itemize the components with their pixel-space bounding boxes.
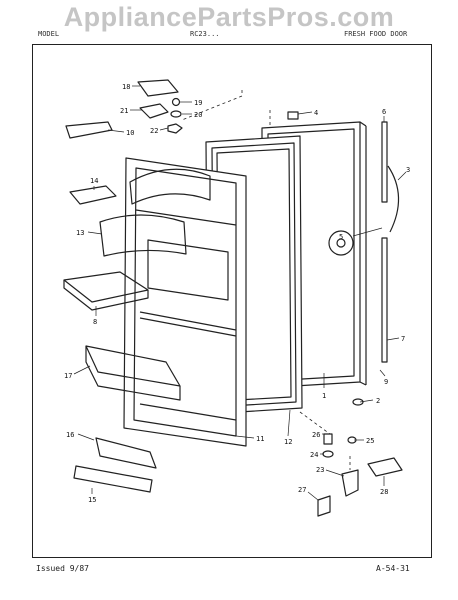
callout-19: 19	[194, 99, 202, 107]
part-callouts: 1 2 3 4 5 6 7 8 9 10 11 12 13 14 15 16 1…	[64, 83, 410, 504]
callout-10: 10	[126, 129, 134, 137]
callout-4: 4	[314, 109, 318, 117]
callout-11: 11	[256, 435, 264, 443]
callout-leaders	[73, 85, 407, 501]
callout-9: 9	[384, 378, 388, 386]
hinge-nut	[167, 123, 183, 134]
bottom-hinge-plate	[367, 457, 403, 477]
dairy-compartment	[99, 214, 187, 257]
handle-screw-callout	[328, 230, 354, 256]
callout-16: 16	[66, 431, 74, 439]
upper-handle-trim	[381, 121, 388, 203]
callout-21: 21	[120, 107, 128, 115]
callout-6: 6	[382, 108, 386, 116]
callout-22: 22	[150, 127, 158, 135]
header-section-title: FRESH FOOD DOOR	[344, 30, 408, 38]
hinge-pin-plate	[65, 121, 113, 139]
hinge-bracket	[139, 103, 169, 119]
callout-20: 20	[194, 111, 202, 119]
shelf-retainer	[95, 437, 157, 469]
inner-door-liner	[123, 157, 247, 447]
callout-1: 1	[322, 392, 326, 400]
hinge-bushing	[171, 97, 181, 107]
handle-screw	[336, 238, 346, 248]
callout-18: 18	[122, 83, 130, 91]
lower-handle-trim	[381, 237, 388, 363]
diagram-code: A-54-31	[376, 564, 410, 573]
hinge-washer	[170, 110, 182, 118]
callout-15: 15	[88, 496, 96, 504]
bottom-hinge-bracket	[341, 469, 359, 497]
header-model: MODEL	[38, 30, 60, 38]
callout-27: 27	[298, 486, 306, 494]
door-shelf-front	[85, 346, 181, 401]
callout-8: 8	[93, 318, 97, 326]
callout-25: 25	[366, 437, 374, 445]
door-stop	[317, 495, 331, 517]
header-model-number: RC23...	[190, 30, 220, 38]
hinge-cap	[287, 111, 299, 120]
callout-14: 14	[90, 177, 98, 185]
callout-12: 12	[284, 438, 292, 446]
bottom-hinge-spacer	[322, 450, 334, 458]
callout-24: 24	[310, 451, 318, 459]
callout-13: 13	[76, 229, 84, 237]
callout-7: 7	[401, 335, 405, 343]
callout-17: 17	[64, 372, 72, 380]
egg-tray-side	[63, 280, 149, 311]
callout-23: 23	[316, 466, 324, 474]
callout-5: 5	[339, 233, 343, 241]
butter-door	[69, 185, 117, 205]
issued-date: Issued 9/87	[36, 564, 89, 573]
hinge-cover	[137, 79, 179, 97]
diagram-frame	[32, 44, 432, 558]
callout-3: 3	[406, 166, 410, 174]
door-plug	[352, 398, 364, 406]
bottom-hinge-bushing	[323, 433, 333, 445]
bottom-trim-strip	[73, 465, 153, 493]
watermark: AppliancePartsPros.com	[63, 2, 395, 32]
callout-2: 2	[376, 397, 380, 405]
door-handle	[387, 165, 400, 233]
alignment-lines	[181, 90, 351, 470]
callout-26: 26	[312, 431, 320, 439]
callout-28: 28	[380, 488, 388, 496]
